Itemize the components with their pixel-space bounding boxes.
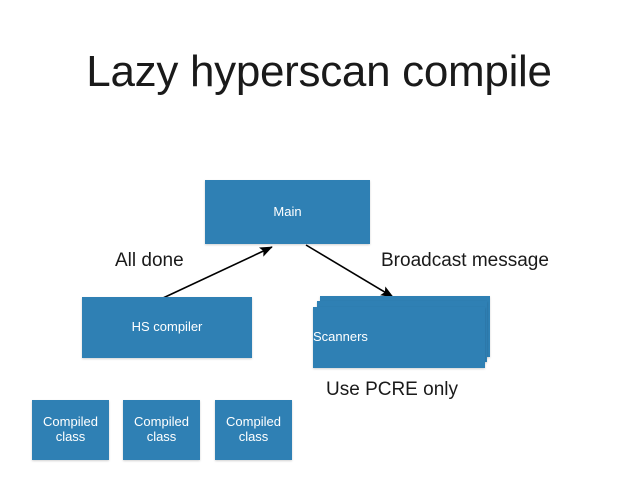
scanners-stack-layer-front[interactable]: Scanners (313, 307, 485, 368)
edge-label-use-pcre-only: Use PCRE only (326, 379, 458, 400)
node-compiled-class-1[interactable]: Compiled class (32, 400, 109, 460)
node-hs-compiler-label: HS compiler (131, 319, 203, 335)
edge-label-broadcast-message: Broadcast message (381, 250, 549, 271)
arrow-main-to-scanners (305, 244, 394, 298)
node-scanners-label: Scanners (313, 329, 368, 345)
edge-label-all-done: All done (115, 250, 184, 271)
node-compiled-class-2-label: Compiled class (134, 414, 189, 444)
node-compiled-class-3-label: Compiled class (226, 414, 281, 444)
node-scanners-stack[interactable]: Scanners (313, 296, 493, 370)
node-compiled-class-3[interactable]: Compiled class (215, 400, 292, 460)
node-hs-compiler[interactable]: HS compiler (82, 297, 252, 358)
node-compiled-class-1-label: Compiled class (43, 414, 98, 444)
node-main[interactable]: Main (205, 180, 370, 244)
node-compiled-class-2[interactable]: Compiled class (123, 400, 200, 460)
node-main-label: Main (273, 203, 302, 219)
page-title: Lazy hyperscan compile (86, 47, 552, 96)
